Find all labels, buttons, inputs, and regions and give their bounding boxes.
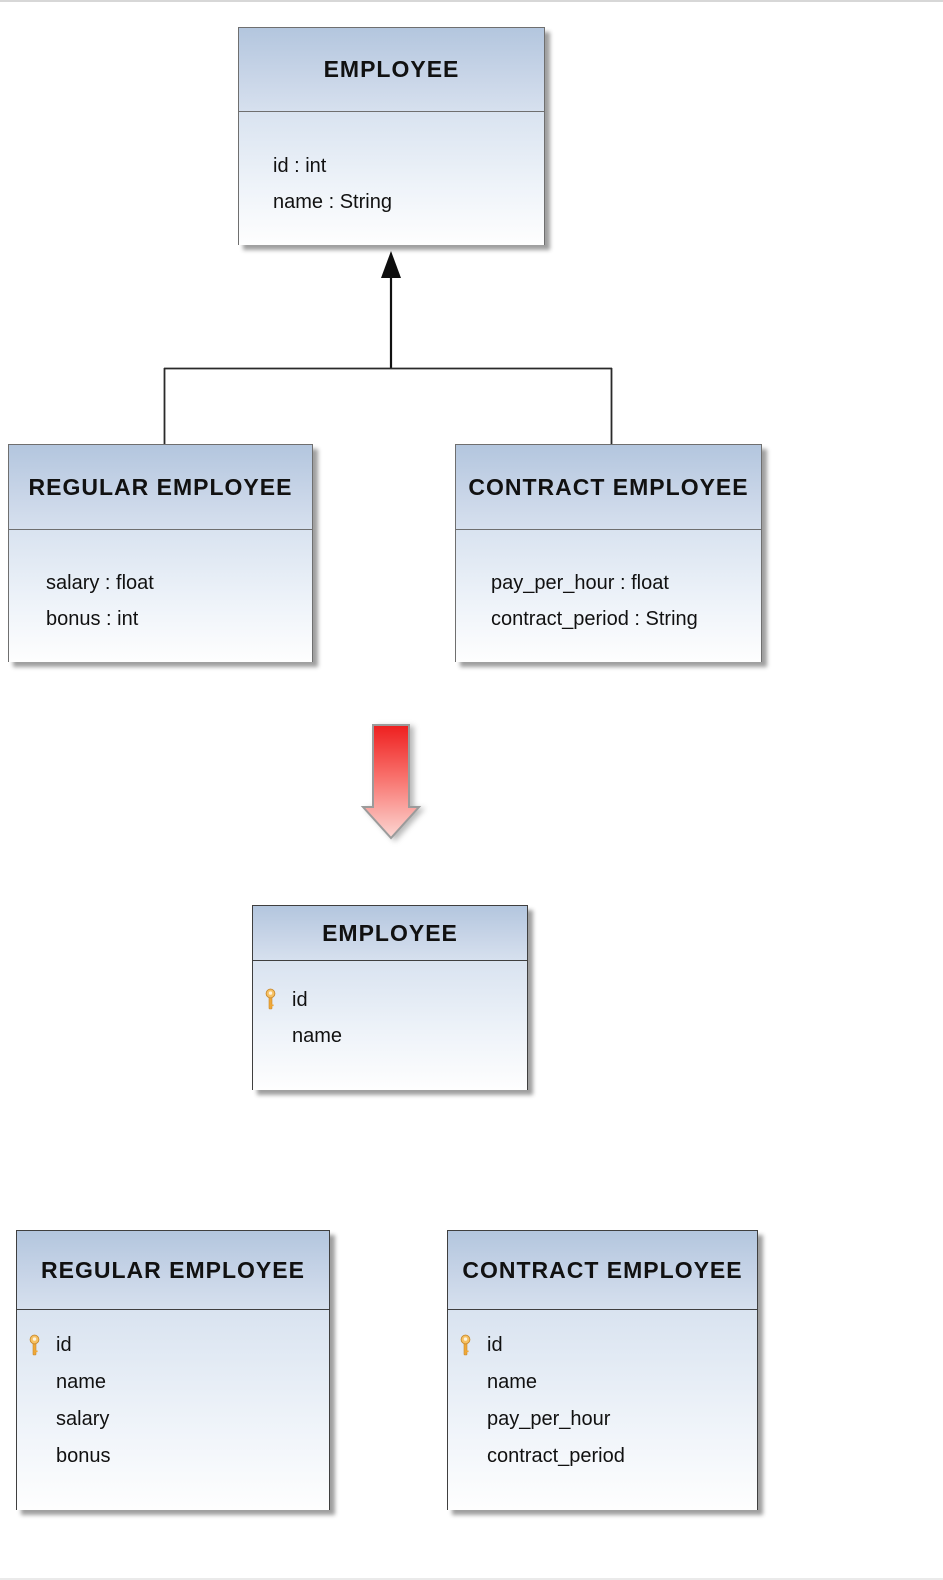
class-attributes-employee: id : int name : String bbox=[239, 112, 544, 245]
table-title: EMPLOYEE bbox=[322, 919, 458, 946]
column-name: id bbox=[487, 1334, 503, 1356]
class-header-employee: EMPLOYEE bbox=[239, 28, 544, 112]
key-icon bbox=[265, 988, 276, 1010]
key-icon bbox=[460, 1334, 471, 1355]
column-name: pay_per_hour bbox=[487, 1408, 611, 1430]
table-columns-regular-employee: id name salary bonus bbox=[17, 1310, 329, 1510]
inheritance-arrowhead-icon bbox=[381, 251, 401, 278]
class-attributes-regular-employee: salary : float bonus : int bbox=[9, 530, 312, 662]
table-column-row: salary bbox=[17, 1401, 329, 1438]
table-column-row: name bbox=[17, 1364, 329, 1401]
class-title: EMPLOYEE bbox=[323, 56, 460, 82]
table-column-row: contract_period bbox=[448, 1438, 757, 1475]
column-name: salary bbox=[56, 1408, 110, 1430]
column-name: id bbox=[292, 988, 308, 1011]
column-name: name bbox=[56, 1371, 107, 1393]
class-attribute: contract_period : String bbox=[491, 607, 698, 630]
class-attribute: salary : float bbox=[46, 571, 154, 594]
column-name: bonus bbox=[56, 1445, 111, 1467]
table-column-row: id bbox=[448, 1327, 757, 1364]
class-box-contract-employee: CONTRACT EMPLOYEE pay_per_hour : float c… bbox=[455, 444, 762, 662]
table-header-employee: EMPLOYEE bbox=[253, 906, 527, 961]
class-title: REGULAR EMPLOYEE bbox=[28, 473, 293, 500]
table-box-employee: EMPLOYEE id name bbox=[252, 905, 528, 1090]
class-attribute: name : String bbox=[273, 190, 392, 213]
red-down-arrow-icon bbox=[360, 724, 422, 840]
key-icon bbox=[29, 1334, 40, 1355]
column-name: name bbox=[292, 1024, 343, 1047]
class-box-regular-employee: REGULAR EMPLOYEE salary : float bonus : … bbox=[8, 444, 313, 662]
table-column-row: pay_per_hour bbox=[448, 1401, 757, 1438]
column-name: id bbox=[56, 1334, 72, 1356]
table-column-row: id bbox=[17, 1327, 329, 1364]
table-title: REGULAR EMPLOYEE bbox=[41, 1256, 305, 1283]
table-header-contract-employee: CONTRACT EMPLOYEE bbox=[448, 1231, 757, 1310]
class-header-regular-employee: REGULAR EMPLOYEE bbox=[9, 445, 312, 530]
table-box-contract-employee: CONTRACT EMPLOYEE id name pay_per_hour c… bbox=[447, 1230, 758, 1510]
table-header-regular-employee: REGULAR EMPLOYEE bbox=[17, 1231, 329, 1310]
column-name: contract_period bbox=[487, 1445, 625, 1467]
class-header-contract-employee: CONTRACT EMPLOYEE bbox=[456, 445, 761, 530]
column-name: name bbox=[487, 1371, 538, 1393]
class-attribute: id : int bbox=[273, 154, 327, 177]
class-attributes-contract-employee: pay_per_hour : float contract_period : S… bbox=[456, 530, 761, 662]
table-column-row: id bbox=[253, 982, 527, 1018]
table-column-row: bonus bbox=[17, 1438, 329, 1475]
class-box-employee: EMPLOYEE id : int name : String bbox=[238, 27, 545, 245]
table-column-row: name bbox=[448, 1364, 757, 1401]
table-box-regular-employee: REGULAR EMPLOYEE id name salary bonus bbox=[16, 1230, 330, 1510]
table-column-row: name bbox=[253, 1018, 527, 1054]
class-attribute: pay_per_hour : float bbox=[491, 571, 669, 594]
table-title: CONTRACT EMPLOYEE bbox=[462, 1256, 743, 1283]
class-attribute: bonus : int bbox=[46, 607, 139, 630]
class-title: CONTRACT EMPLOYEE bbox=[468, 473, 749, 500]
table-columns-employee: id name bbox=[253, 961, 527, 1090]
table-columns-contract-employee: id name pay_per_hour contract_period bbox=[448, 1310, 757, 1510]
